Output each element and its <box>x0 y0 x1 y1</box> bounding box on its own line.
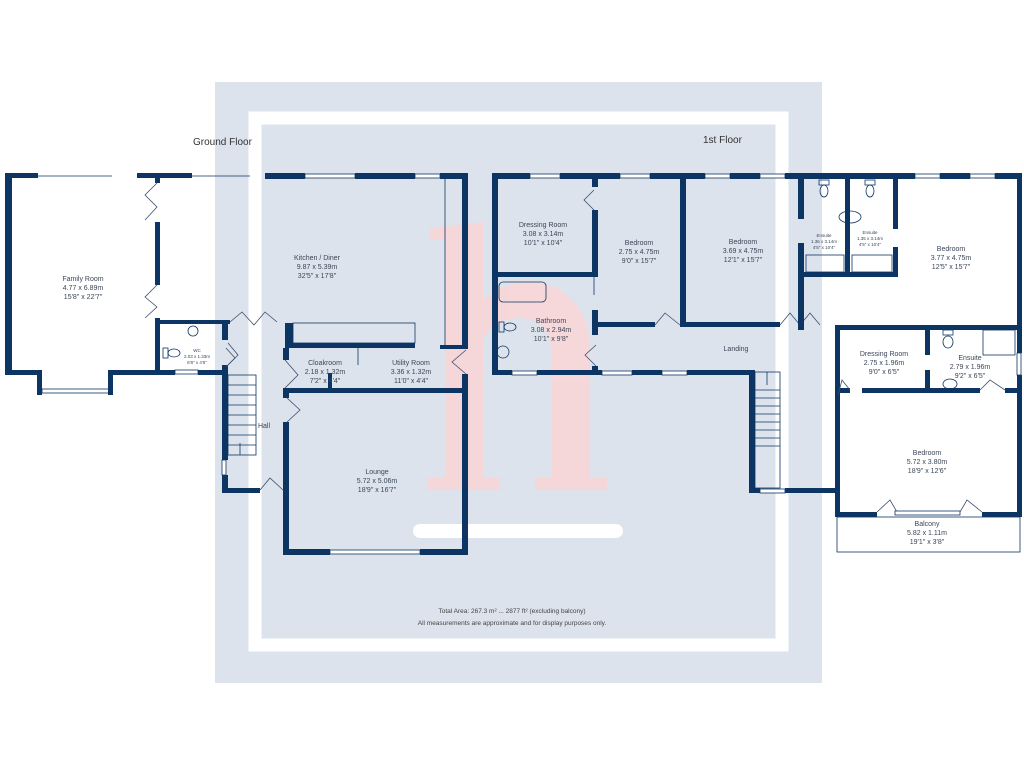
room-metric: 3.08 x 2.94m <box>531 327 572 334</box>
room-name: Dressing Room <box>519 222 567 229</box>
room-name: Hall <box>258 423 271 430</box>
room-labels: Ground Floor 1st Floor Family Room 4.77 … <box>62 135 990 627</box>
room-metric: 3.69 x 4.75m <box>723 248 764 255</box>
scroll-indicator <box>413 524 623 538</box>
ground-floor-title: Ground Floor <box>193 137 253 148</box>
room-metric: 4.77 x 6.89m <box>63 285 104 292</box>
room-metric: 9.87 x 5.39m <box>297 264 338 271</box>
room-metric: 2.03 x 1.33m <box>184 354 210 359</box>
room-name: Ensuite <box>958 355 981 362</box>
room-imperial: 9'2" x 6'5" <box>955 373 986 380</box>
room-metric: 2.79 x 1.96m <box>950 364 991 371</box>
room-metric: 2.75 x 1.96m <box>864 360 905 367</box>
room-metric: 5.82 x 1.11m <box>907 530 947 537</box>
first-floor-title: 1st Floor <box>703 135 743 146</box>
room-name: Utility Room <box>392 360 430 367</box>
room-name: Kitchen / Diner <box>294 255 341 262</box>
disclaimer: All measurements are approximate and for… <box>418 620 607 627</box>
room-name: Bedroom <box>625 240 654 247</box>
room-name: Bedroom <box>729 239 758 246</box>
room-imperial: 18'9" x 12'6" <box>908 468 947 475</box>
room-imperial: 12'1" x 15'7" <box>724 257 763 264</box>
room-name: Balcony <box>915 521 940 528</box>
room-imperial: 32'5" x 17'8" <box>298 273 337 280</box>
room-name: Lounge <box>365 469 388 476</box>
room-metric: 2.18 x 1.32m <box>305 369 346 376</box>
room-imperial: 4'5" x 10'4" <box>859 242 882 247</box>
ground-floor-walls <box>5 173 468 555</box>
room-imperial: 9'0" x 6'5" <box>869 369 900 376</box>
room-imperial: 18'9" x 16'7" <box>358 487 397 494</box>
overlay-background <box>215 82 822 683</box>
room-metric: 3.36 x 1.32m <box>391 369 432 376</box>
total-area: Total Area: 267.3 m² ... 2877 ft² (exclu… <box>438 608 585 615</box>
room-imperial: 11'0" x 4'4" <box>394 378 428 385</box>
room-name: WC <box>193 348 201 353</box>
room-imperial: 7'2" x 4'4" <box>310 378 341 385</box>
room-name: Ensuite <box>816 233 832 238</box>
room-name: Bathroom <box>536 318 567 325</box>
room-metric: 5.72 x 5.06m <box>357 478 398 485</box>
room-name: Cloakroom <box>308 360 342 367</box>
room-name: Dressing Room <box>860 351 908 358</box>
room-imperial: 19'1" x 3'8" <box>910 539 945 546</box>
first-floor-walls <box>492 173 1022 553</box>
room-metric: 5.72 x 3.80m <box>907 459 948 466</box>
room-imperial: 10'1" x 9'8" <box>534 336 569 343</box>
room-imperial: 10'1" x 10'4" <box>524 240 563 247</box>
overlay-frame <box>248 111 789 652</box>
room-name: Family Room <box>62 276 103 283</box>
room-metric: 3.77 x 4.75m <box>931 255 972 262</box>
room-name: Bedroom <box>937 246 966 253</box>
room-name: Ensuite <box>862 230 878 235</box>
room-metric: 1.35 x 3.14m <box>857 236 883 241</box>
room-name: Landing <box>724 346 749 353</box>
room-imperial: 9'0" x 15'7" <box>622 258 657 265</box>
room-metric: 1.36 x 3.14m <box>811 239 837 244</box>
room-imperial: 15'8" x 22'7" <box>64 294 103 301</box>
room-metric: 2.75 x 4.75m <box>619 249 660 256</box>
room-imperial: 12'5" x 15'7" <box>932 264 971 271</box>
room-metric: 3.08 x 3.14m <box>523 231 564 238</box>
room-name: Bedroom <box>913 450 942 457</box>
room-imperial: 6'8" x 4'5" <box>187 360 207 365</box>
room-imperial: 4'5" x 10'4" <box>813 245 836 250</box>
